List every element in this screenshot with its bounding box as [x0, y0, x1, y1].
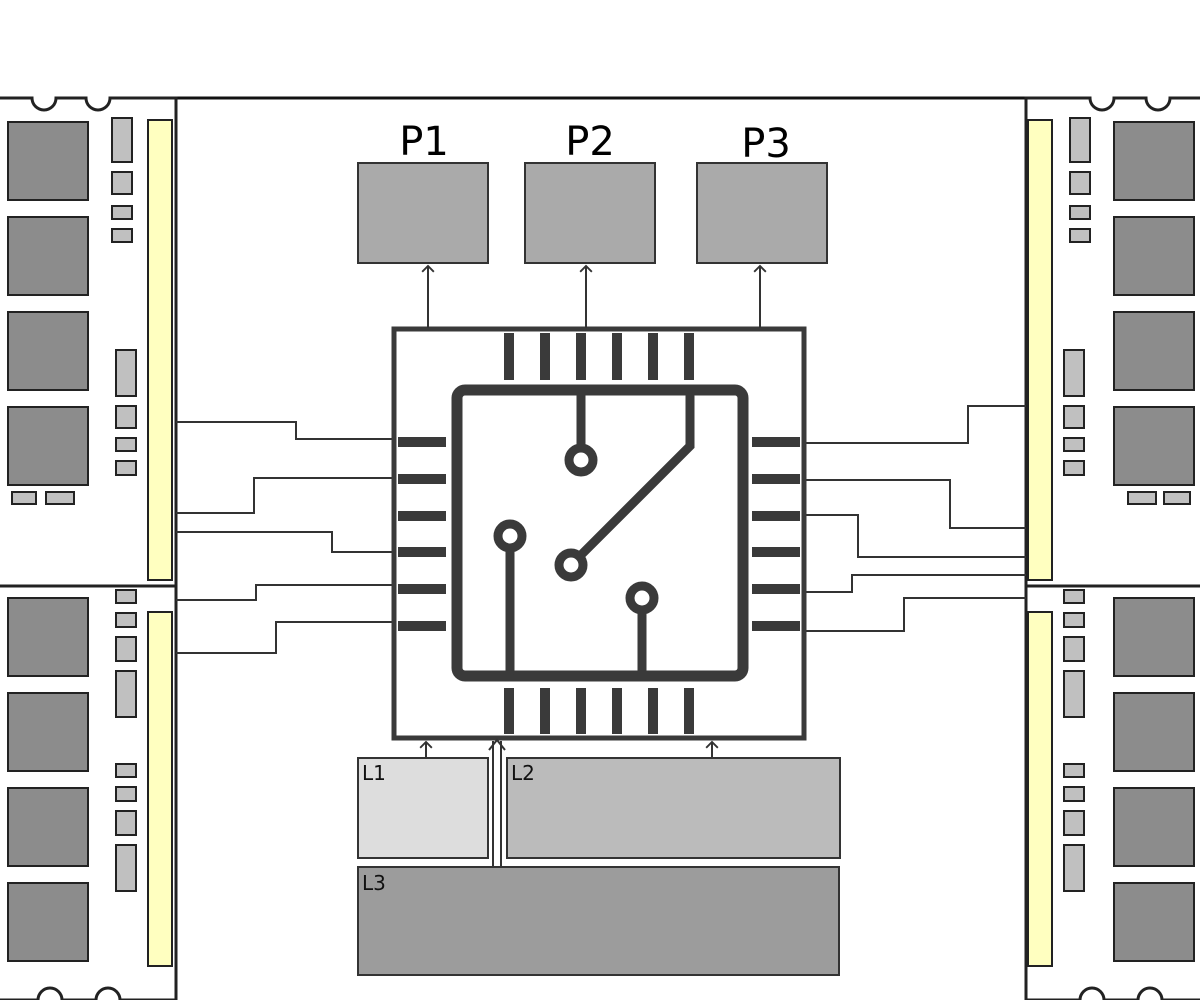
contact-strip	[147, 119, 173, 581]
memory-chip	[1113, 597, 1195, 677]
cache-label: L3	[362, 871, 386, 895]
memory-module-right-bottom	[1024, 584, 1200, 1000]
memory-chip	[1113, 406, 1195, 486]
contact-strip	[147, 611, 173, 967]
cache-box	[357, 866, 840, 976]
memory-chip	[1113, 787, 1195, 867]
peripheral-p2: P2	[524, 119, 656, 264]
peripheral-box	[696, 162, 828, 264]
peripheral-label: P3	[741, 121, 791, 167]
memory-chip	[7, 216, 89, 296]
memory-chip	[1113, 692, 1195, 772]
peripheral-p3: P3	[696, 121, 828, 264]
contact-strip	[1027, 119, 1053, 581]
memory-chip	[7, 787, 89, 867]
peripheral-box	[357, 162, 489, 264]
cache-to-cpu-arrows	[419, 738, 719, 866]
memory-chip	[7, 882, 89, 962]
contact-strip	[1027, 611, 1053, 967]
memory-chip	[7, 692, 89, 772]
cpu-chip-icon	[391, 326, 807, 741]
cache-l1: L1	[357, 757, 489, 859]
memory-module-right-top	[1024, 96, 1200, 588]
memory-chip	[7, 597, 89, 677]
cache-box	[357, 757, 489, 859]
peripheral-label: P1	[399, 119, 449, 165]
memory-chip	[1113, 121, 1195, 201]
cache-label: L1	[362, 761, 386, 785]
cpu-to-peripheral-arrows	[421, 264, 767, 328]
peripheral-p1: P1	[357, 119, 489, 264]
memory-module-left-top	[0, 96, 178, 588]
cache-l2: L2	[506, 757, 841, 859]
memory-chip	[1113, 216, 1195, 296]
peripheral-box	[524, 162, 656, 264]
memory-chip	[1113, 311, 1195, 391]
memory-chip	[7, 406, 89, 486]
memory-bus-traces	[176, 405, 1026, 654]
cache-box	[506, 757, 841, 859]
memory-module-left-bottom	[0, 584, 178, 1000]
cache-l3: L3	[357, 866, 840, 976]
peripheral-label: P2	[565, 119, 615, 165]
cache-label: L2	[511, 761, 535, 785]
memory-chip	[7, 311, 89, 391]
memory-chip	[1113, 882, 1195, 962]
memory-chip	[7, 121, 89, 201]
